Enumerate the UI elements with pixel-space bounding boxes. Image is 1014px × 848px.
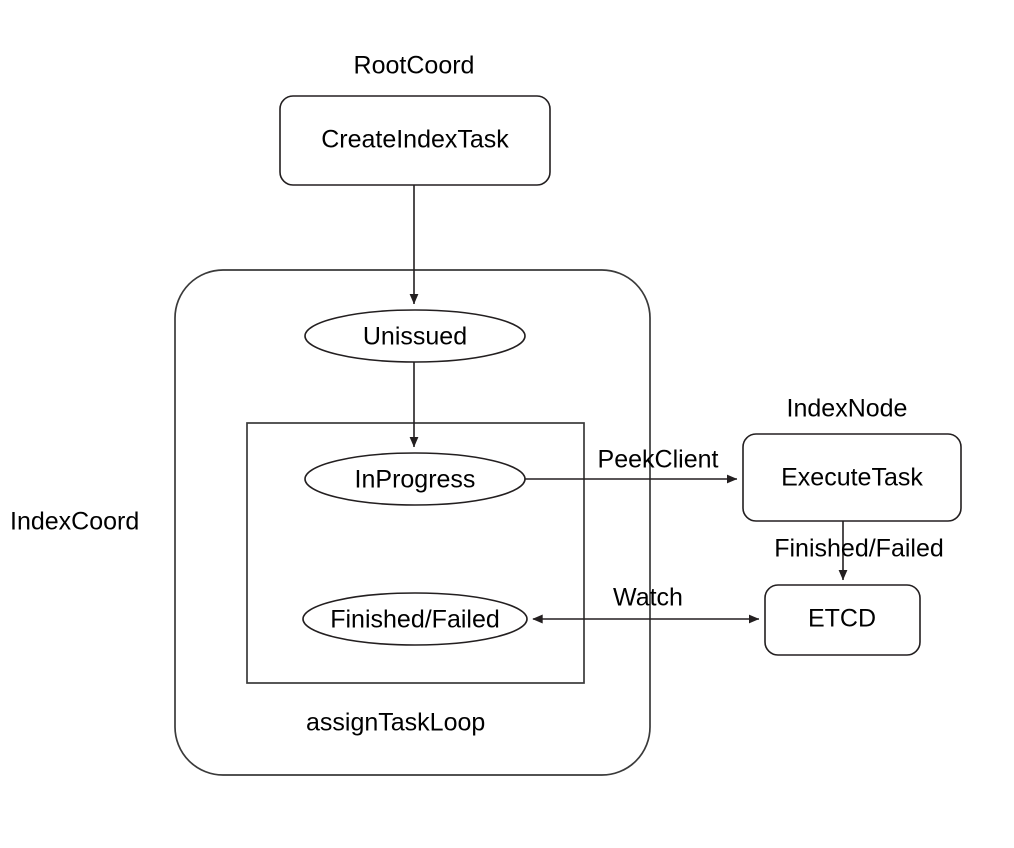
edge-label-watch: Watch [613, 584, 683, 612]
group-assigntaskloop-label: assignTaskLoop [306, 709, 485, 737]
node-create-index-task-shape[interactable] [279, 95, 551, 186]
node-unissued-label: Unissued [363, 323, 467, 351]
node-etcd-shape[interactable] [764, 584, 921, 656]
group-indexnode-label: IndexNode [787, 395, 908, 423]
group-indexcoord-boundary [174, 269, 651, 776]
node-etcd-label: ETCD [808, 605, 876, 633]
node-finished-failed-shape[interactable] [302, 592, 528, 646]
node-execute-task-label: ExecuteTask [781, 464, 923, 492]
node-inprogress-label: InProgress [355, 466, 476, 494]
edge-label-peekclient: PeekClient [598, 446, 719, 474]
group-rootcoord-label: RootCoord [354, 52, 475, 80]
group-assigntaskloop-boundary [246, 422, 585, 684]
group-indexcoord-label: IndexCoord [10, 508, 139, 536]
node-inprogress[interactable]: InProgress [304, 452, 526, 506]
node-inprogress-shape[interactable] [304, 452, 526, 506]
node-execute-task[interactable]: ExecuteTask [742, 433, 962, 522]
node-unissued[interactable]: Unissued [304, 309, 526, 363]
node-create-index-task-label: CreateIndexTask [321, 126, 509, 154]
node-finished-failed[interactable]: Finished/Failed [302, 592, 528, 646]
edge-label-finished-failed: Finished/Failed [774, 535, 944, 563]
node-unissued-shape[interactable] [304, 309, 526, 363]
node-execute-task-shape[interactable] [742, 433, 962, 522]
node-finished-failed-label: Finished/Failed [330, 606, 500, 634]
node-etcd[interactable]: ETCD [764, 584, 921, 656]
node-create-index-task[interactable]: CreateIndexTask [279, 95, 551, 186]
